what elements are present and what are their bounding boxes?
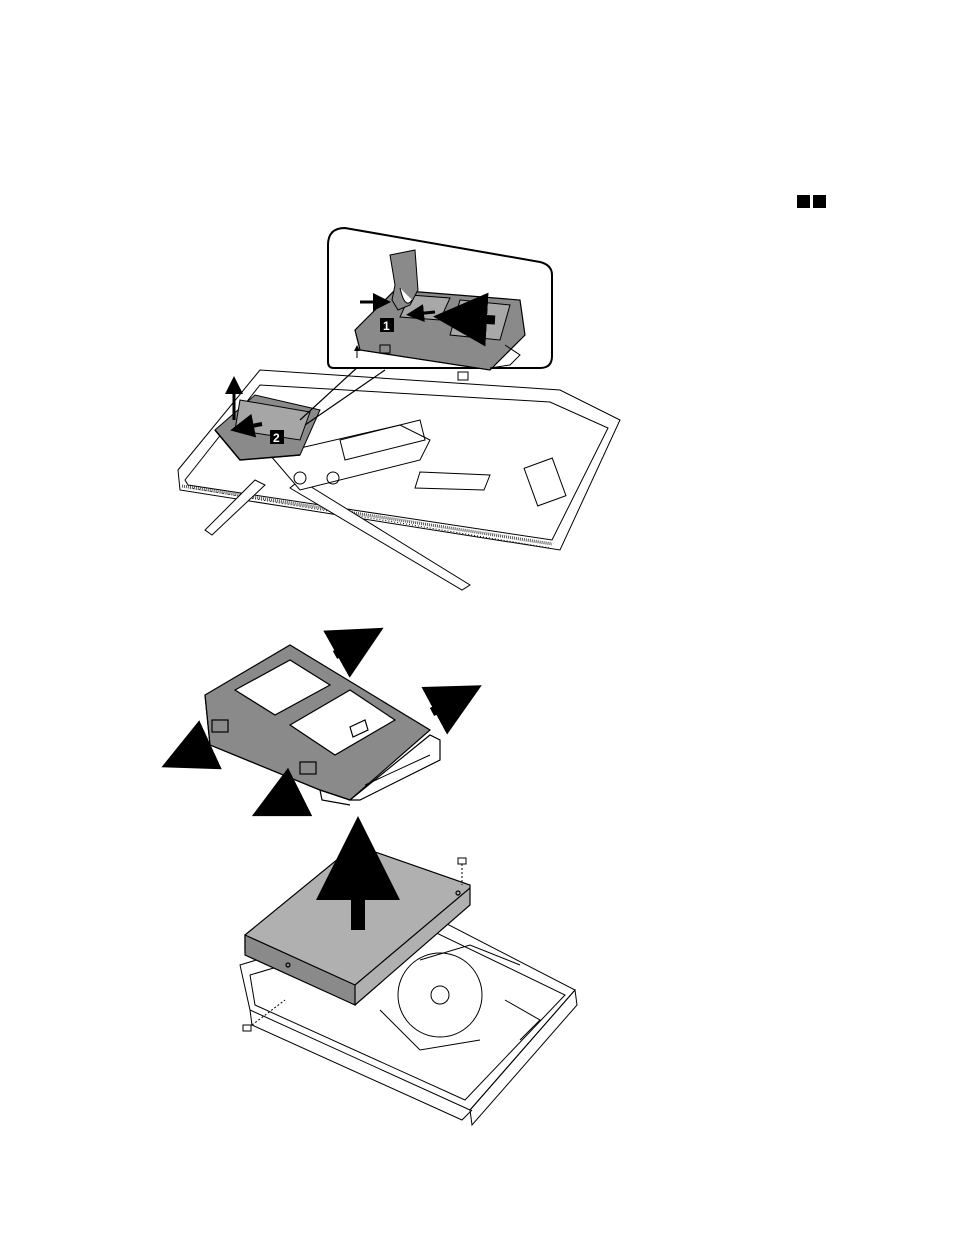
flex-arrow-top [335, 641, 360, 655]
squeeze-arrow-right [415, 312, 435, 314]
detail-inset [328, 228, 552, 380]
flex-arrow-bottom [276, 792, 300, 804]
figure1-computer-rear [178, 370, 620, 590]
callout-2: 2 [273, 431, 280, 445]
slide-arrow-1 [460, 318, 495, 320]
flex-arrow-right [432, 698, 458, 712]
figure2-bracket [205, 645, 440, 805]
callout-1: 1 [383, 319, 390, 333]
flex-arrow-left [186, 745, 210, 756]
